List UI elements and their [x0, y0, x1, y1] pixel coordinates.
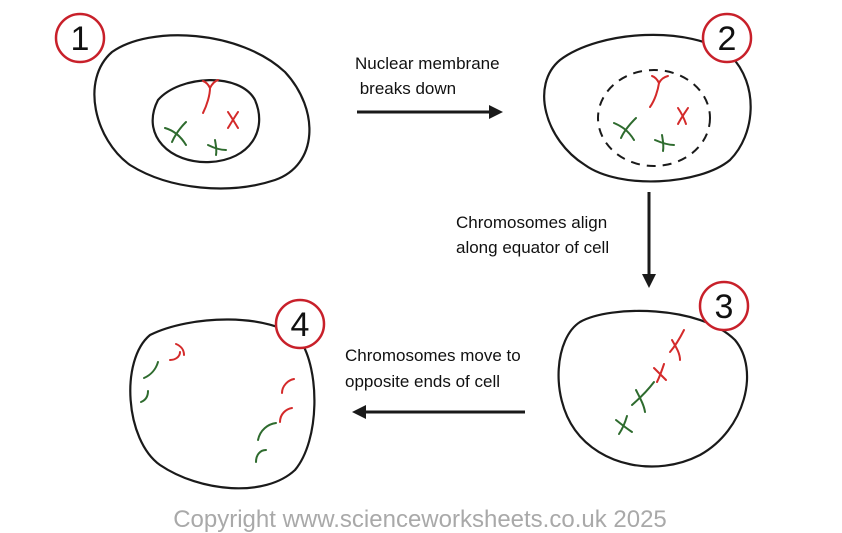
green-chromosome — [615, 415, 633, 435]
red-chromosome — [677, 107, 689, 125]
green-chromatid — [255, 449, 267, 463]
red-chromosome — [669, 329, 685, 361]
green-chromatid — [140, 390, 149, 403]
cell-stage-2 — [543, 33, 752, 183]
transition-1: Nuclear membrane breaks down — [355, 54, 503, 119]
transition-1-line-2: breaks down — [355, 79, 456, 98]
cell-stage-4 — [129, 318, 316, 490]
step-number-4: 4 — [291, 306, 310, 344]
step-badge-3: 3 — [698, 280, 750, 332]
red-chromatid — [175, 343, 185, 356]
copyright-text: Copyright www.scienceworksheets.co.uk 20… — [173, 506, 667, 533]
transition-2: Chromosomes align along equator of cell — [456, 192, 656, 288]
cell-membrane-1 — [93, 34, 311, 190]
dissolving-nuclear-membrane — [597, 69, 711, 167]
red-chromosome — [227, 111, 239, 129]
red-chromatid — [169, 351, 181, 361]
green-chromatid — [143, 361, 159, 379]
red-chromosome — [653, 363, 667, 383]
cell-membrane-2 — [543, 33, 752, 183]
transition-3-line-2: opposite ends of cell — [345, 372, 500, 391]
step-number-2: 2 — [718, 20, 737, 58]
step-badge-4: 4 — [274, 298, 326, 350]
red-chromosome — [649, 75, 669, 108]
green-chromosome — [631, 381, 655, 413]
cell-membrane-4 — [129, 318, 316, 490]
cell-stage-3 — [557, 309, 749, 468]
transition-2-line-1: Chromosomes align — [456, 213, 607, 232]
transition-3: Chromosomes move to opposite ends of cel… — [345, 346, 525, 419]
transition-1-line-1: Nuclear membrane — [355, 54, 500, 73]
nuclear-membrane-1 — [151, 79, 261, 164]
red-chromatid — [279, 407, 293, 423]
green-chromatid — [257, 422, 277, 441]
green-chromosome — [654, 134, 675, 152]
cell-stage-1 — [93, 34, 311, 190]
step-number-1: 1 — [71, 20, 90, 58]
step-badge-2: 2 — [701, 12, 753, 64]
red-chromosome — [202, 79, 219, 114]
red-chromatid — [281, 378, 295, 394]
green-chromosome — [613, 117, 637, 141]
step-badge-1: 1 — [54, 12, 106, 64]
transition-2-line-2: along equator of cell — [456, 238, 609, 257]
green-chromosome — [207, 139, 227, 156]
transition-3-line-1: Chromosomes move to — [345, 346, 521, 365]
step-number-3: 3 — [715, 288, 734, 326]
green-chromosome — [164, 121, 187, 146]
cell-membrane-3 — [557, 309, 749, 468]
